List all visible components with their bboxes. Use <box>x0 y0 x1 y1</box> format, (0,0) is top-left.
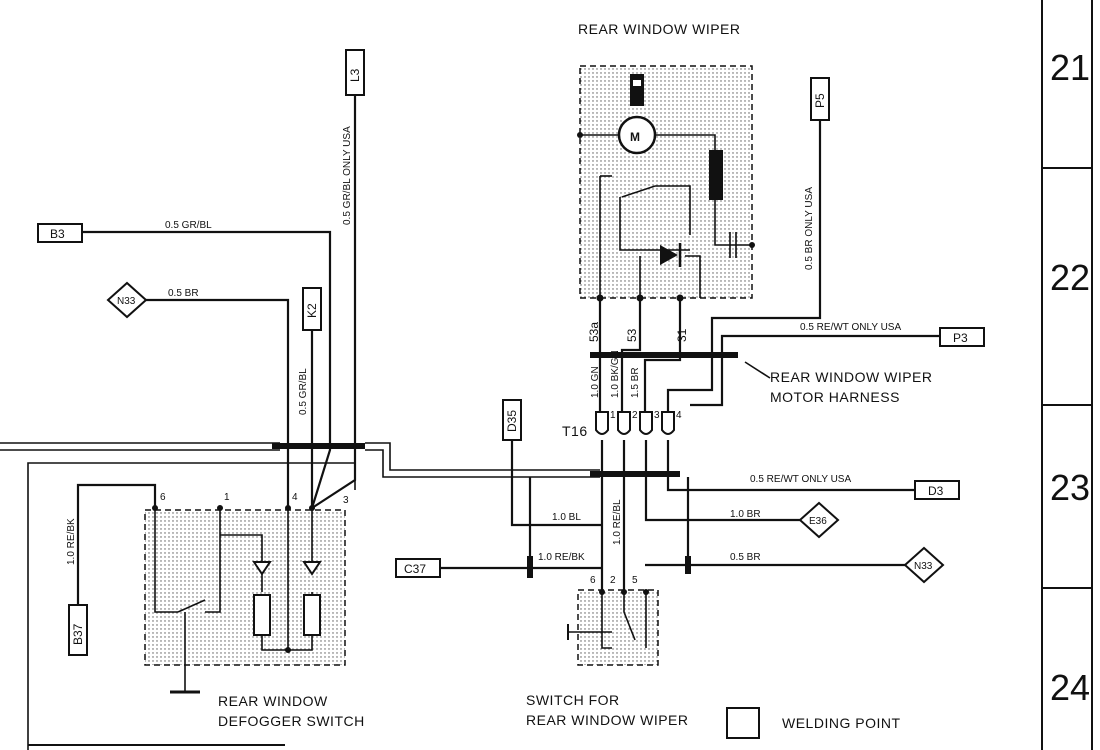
svg-text:B3: B3 <box>50 227 65 241</box>
switch-label-line2: REAR WINDOW WIPER <box>526 712 689 728</box>
wire-l3-label: 0.5 GR/BL ONLY USA <box>342 126 353 225</box>
switch-pin-2: 2 <box>610 575 616 586</box>
svg-text:D35: D35 <box>505 410 519 432</box>
welding-point-label: WELDING POINT <box>782 715 901 731</box>
terminal-l3: L3 <box>345 49 365 96</box>
grid-number-21: 21 <box>1050 47 1090 88</box>
svg-text:C37: C37 <box>404 562 426 576</box>
main-bundle <box>272 442 600 478</box>
switch-pin-5: 5 <box>632 575 638 586</box>
terminal-d35: D35 <box>502 399 522 441</box>
t16-connector: T16 1 2 3 4 <box>562 410 915 592</box>
t16-pin-1: 1 <box>610 410 616 421</box>
motor-harness: 0.5 BR ONLY USA 0.5 RE/WT ONLY USA REAR … <box>590 80 940 415</box>
defogger-label-line2: DEFOGGER SWITCH <box>218 713 365 729</box>
terminal-n33-right: N33 <box>903 546 945 584</box>
wire-n33-left-label: 0.5 BR <box>168 288 199 299</box>
d35-wiring: 1.0 BL 1.0 RE/BL 1.0 RE/BK <box>440 440 623 578</box>
svg-text:D3: D3 <box>928 484 944 498</box>
defogger-pin-4: 4 <box>292 492 298 503</box>
switch-label-line1: SWITCH FOR <box>526 692 620 708</box>
pin-31: 31 <box>675 328 689 342</box>
switch-pin-6: 6 <box>590 575 596 586</box>
harness-label-line1: REAR WINDOW WIPER <box>770 369 933 385</box>
terminal-b37: B37 <box>68 604 88 656</box>
terminal-b3: B3 <box>37 223 83 243</box>
terminal-k2: K2 <box>302 287 322 331</box>
wire-p5-label: 0.5 BR ONLY USA <box>804 187 815 270</box>
grid-number-24: 24 <box>1050 667 1090 708</box>
wire-k2-label: 0.5 GR/BL <box>298 368 309 415</box>
defogger-switch: 6 1 4 3 REAR WINDOW DEFOGGER SWITCH <box>144 492 365 729</box>
t16-label: T16 <box>562 423 588 439</box>
svg-text:B37: B37 <box>71 623 85 645</box>
defogger-pin-3: 3 <box>343 495 349 506</box>
pin-53a: 53a <box>587 322 601 342</box>
defogger-label-line1: REAR WINDOW <box>218 693 328 709</box>
wire-b37-label: 1.0 RE/BK <box>66 518 77 565</box>
wire-b3-label: 0.5 GR/BL <box>165 220 212 231</box>
defogger-pin-1: 1 <box>224 492 230 503</box>
wire-53a-label: 1.0 GN <box>590 366 601 398</box>
motor-symbol: M <box>630 130 640 144</box>
welding-legend: WELDING POINT <box>726 707 901 739</box>
wire-c37-label: 1.0 RE/BK <box>538 552 585 563</box>
wire-d3-label: 0.5 RE/WT ONLY USA <box>750 474 851 485</box>
svg-text:L3: L3 <box>348 68 362 82</box>
grid-column: 21 22 23 24 <box>1041 0 1093 750</box>
motor-wires: 53a 53 31 1.0 GN 1.0 BK/GN 1.5 BR <box>587 298 689 415</box>
svg-text:N33: N33 <box>914 561 933 572</box>
harness-label-line2: MOTOR HARNESS <box>770 389 900 405</box>
t16-pin-4: 4 <box>676 410 682 421</box>
grid-number-22: 22 <box>1050 257 1090 298</box>
wiper-switch: 6 2 5 SWITCH FOR REAR WINDOW WIPER <box>526 575 689 728</box>
svg-text:N33: N33 <box>117 296 136 307</box>
wire-53-label: 1.0 BK/GN <box>610 350 621 398</box>
wire-31-label: 1.5 BR <box>630 367 641 398</box>
terminal-p5: P5 <box>810 77 830 121</box>
terminal-n33-left: N33 <box>106 281 148 319</box>
terminal-d3: D3 <box>914 480 960 500</box>
svg-text:K2: K2 <box>305 303 319 318</box>
wire-d35-label: 1.0 BL <box>552 512 581 523</box>
svg-text:P3: P3 <box>953 331 968 345</box>
terminal-p3: P3 <box>939 327 985 347</box>
wire-e36-label: 1.0 BR <box>730 509 761 520</box>
rear-wiper-motor: REAR WINDOW WIPER M <box>577 21 755 302</box>
terminal-e36: E36 <box>798 501 840 539</box>
wire-p3-label: 0.5 RE/WT ONLY USA <box>800 322 901 333</box>
wire-sw2-label: 1.0 RE/BL <box>612 499 623 545</box>
grid-number-23: 23 <box>1050 467 1090 508</box>
defogger-pin-6: 6 <box>160 492 166 503</box>
svg-text:E36: E36 <box>809 516 827 527</box>
t16-pin-3: 3 <box>654 410 660 421</box>
terminal-c37: C37 <box>395 558 441 578</box>
right-wire-labels: 0.5 RE/WT ONLY USA 1.0 BR 0.5 BR <box>645 474 905 574</box>
svg-text:P5: P5 <box>813 93 827 108</box>
rear-wiper-title: REAR WINDOW WIPER <box>578 21 741 37</box>
wire-n33-right-label: 0.5 BR <box>730 552 761 563</box>
defogger-wires: 0.5 GR/BL 0.5 BR 0.5 GR/BL 0.5 GR/BL ONL… <box>66 95 357 605</box>
pin-53: 53 <box>625 328 639 342</box>
t16-pin-2: 2 <box>632 410 638 421</box>
